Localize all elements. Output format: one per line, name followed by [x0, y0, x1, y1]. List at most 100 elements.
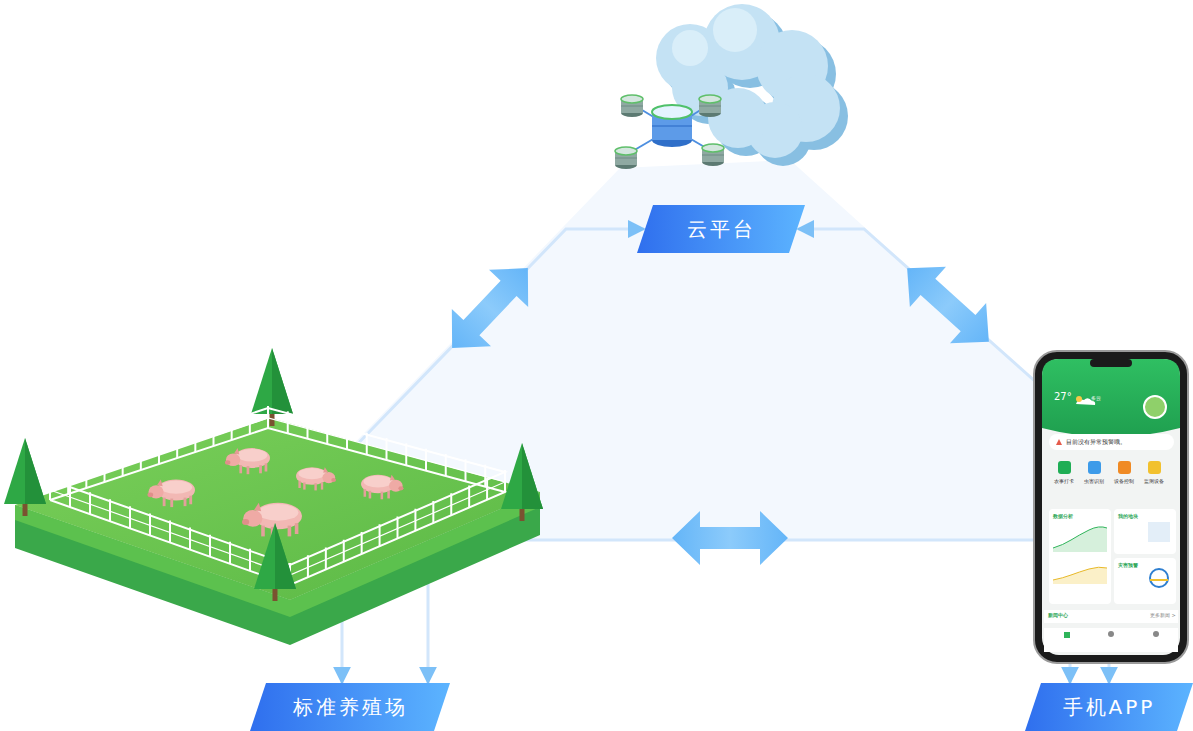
fence-post — [405, 443, 407, 465]
farm-label: 标准养殖场 — [250, 683, 450, 731]
fence-post — [67, 472, 69, 494]
drawing-part — [672, 511, 788, 565]
fence-post — [486, 478, 488, 500]
screen-text: 设备控制 — [1114, 479, 1134, 485]
fence-post — [49, 478, 51, 500]
drawing-part — [1056, 439, 1062, 445]
drawing-part — [672, 30, 708, 66]
screen-text: 多云 — [1091, 396, 1101, 402]
phone-illustration — [1034, 351, 1188, 663]
drawing-part — [501, 443, 543, 521]
fence-post — [85, 466, 87, 488]
fence-post — [379, 524, 381, 546]
drawing-part — [4, 438, 46, 516]
drawing-part — [1053, 567, 1107, 584]
fence-post — [231, 418, 233, 440]
screen-text: 目前没有异常预警哦。 — [1066, 439, 1126, 445]
drawing-part — [1049, 434, 1174, 450]
fence-post — [346, 427, 348, 449]
fence-post — [325, 548, 327, 570]
drawing-part — [621, 95, 643, 117]
drawing-part — [1148, 461, 1161, 474]
drawing-part — [1090, 359, 1132, 367]
drawing-part — [699, 95, 721, 117]
fence-post — [425, 449, 427, 471]
fence-post — [361, 532, 363, 554]
fence-post — [326, 422, 328, 444]
drawing-part — [1034, 351, 1188, 663]
drawing-part — [1144, 396, 1166, 418]
fence-post — [129, 506, 131, 528]
parallelogram — [1025, 683, 1193, 731]
fence-post — [49, 478, 51, 500]
drawing-part — [1049, 509, 1111, 604]
drawing-part — [433, 250, 548, 367]
screen-text: 新闻中心 — [1048, 613, 1068, 619]
fence-post — [484, 465, 486, 487]
fence-post — [504, 470, 506, 492]
fence-post — [307, 417, 309, 439]
fence-post — [445, 454, 447, 476]
fence-post — [267, 406, 269, 428]
fence-post — [432, 501, 434, 523]
drawing-part — [652, 105, 692, 119]
drawing-part — [242, 503, 302, 538]
drawing-part — [1108, 631, 1114, 637]
fence-post — [189, 528, 191, 550]
drawing-part — [1076, 396, 1082, 402]
node-text: 云平台 — [637, 205, 805, 253]
screen-text: 监测设备 — [1144, 479, 1164, 485]
screen-text: 虫害识别 — [1084, 479, 1104, 485]
fence-post — [307, 555, 309, 577]
drawing-part — [1044, 610, 1178, 623]
drawing-part — [1114, 558, 1176, 604]
fence-post — [267, 406, 269, 428]
drawing-part — [225, 448, 270, 474]
fence-post — [209, 535, 211, 557]
fence-post — [366, 433, 368, 455]
fence-post — [414, 509, 416, 531]
drawing-part — [15, 418, 540, 600]
drawing-part — [1053, 527, 1107, 548]
drawing-part — [148, 480, 196, 508]
drawing-part — [652, 125, 692, 127]
screen-text: 更多新闻 > — [1150, 613, 1176, 619]
screen-text: 我的地块 — [1118, 514, 1138, 520]
connector — [428, 540, 1070, 683]
drawing-part — [1153, 631, 1159, 637]
fence-post — [140, 448, 142, 470]
fence-post — [450, 493, 452, 515]
drawing-part — [254, 523, 296, 601]
fence-post — [249, 412, 251, 434]
fence-post — [343, 540, 345, 562]
drawing-part — [672, 8, 757, 66]
database-icon — [615, 95, 724, 169]
drawing-part — [1118, 461, 1131, 474]
fence-post — [104, 460, 106, 482]
node-text: 标准养殖场 — [250, 683, 450, 731]
node-text: 手机APP — [1025, 683, 1193, 731]
drawing-part — [1042, 359, 1180, 437]
drawing-part — [889, 248, 1007, 362]
double-arrow — [433, 248, 1007, 565]
fence-post — [213, 424, 215, 446]
fence-post — [386, 438, 388, 460]
fence-post — [169, 521, 171, 543]
connector — [342, 229, 644, 683]
farm-illustration — [4, 348, 543, 645]
drawing-part — [1058, 461, 1071, 474]
drawing-part — [361, 475, 404, 500]
drawing-part — [702, 144, 724, 166]
screen-text: 27° — [1054, 391, 1072, 402]
drawing-part — [1150, 579, 1168, 581]
drawing-part — [1042, 359, 1180, 655]
parallelogram — [250, 683, 450, 731]
drawing-part — [713, 8, 757, 52]
fence-post — [158, 442, 160, 464]
drawing-part — [1044, 628, 1178, 652]
drawing-part — [1053, 567, 1107, 580]
fence-post — [109, 499, 111, 521]
fence-post — [69, 485, 71, 507]
